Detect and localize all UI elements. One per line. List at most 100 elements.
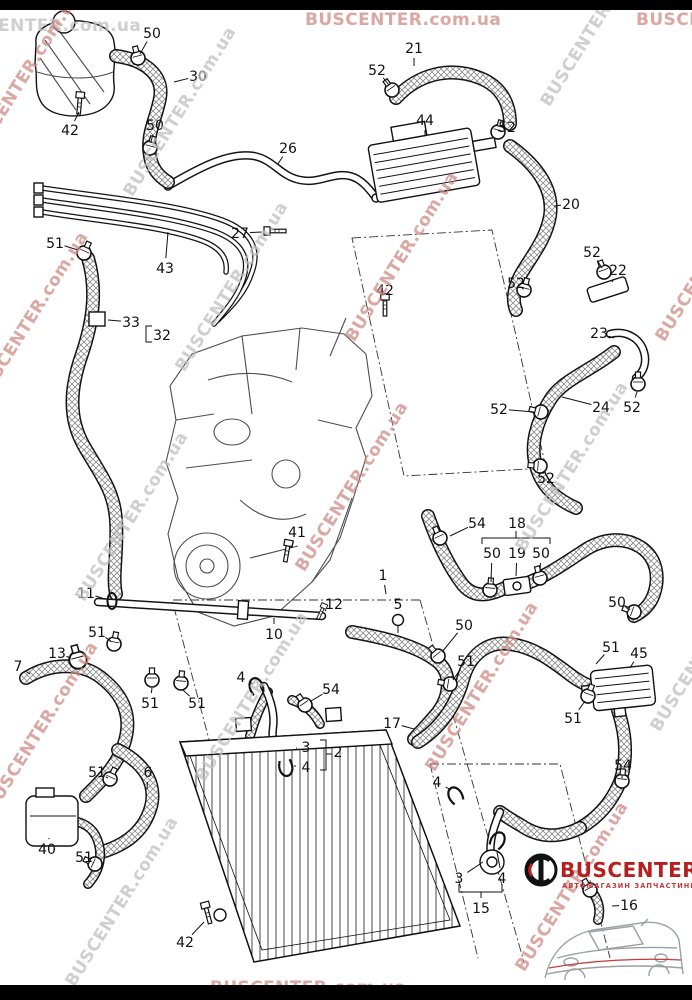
callout-leader-52 bbox=[521, 287, 525, 290]
callout-52: 52 bbox=[507, 276, 525, 292]
callout-1: 1 bbox=[379, 568, 388, 584]
callout-26: 26 bbox=[279, 141, 297, 157]
callout-leader-17 bbox=[401, 725, 415, 730]
callout-leader-51 bbox=[182, 689, 191, 697]
callout-51: 51 bbox=[141, 696, 159, 712]
buscenter-logo: BUSCENTER АВТОМАГАЗИН ЗАПЧАСТИНИ bbox=[523, 840, 692, 990]
callout-5: 5 bbox=[394, 597, 403, 613]
callout-51: 51 bbox=[457, 654, 475, 670]
callout-13: 13 bbox=[48, 646, 66, 662]
callout-leader-52 bbox=[596, 260, 603, 269]
sensor-5 bbox=[391, 613, 405, 633]
callout-leader-52 bbox=[634, 391, 638, 398]
callout-leader-1 bbox=[384, 584, 387, 595]
hose-21 bbox=[389, 65, 517, 131]
callout-21: 21 bbox=[405, 41, 423, 57]
callout-50: 50 bbox=[608, 595, 626, 611]
callout-leader-54 bbox=[310, 693, 323, 702]
radiator bbox=[178, 706, 462, 963]
reservoir-40 bbox=[25, 787, 79, 847]
callout-leader-54 bbox=[449, 526, 469, 537]
pipe-26 bbox=[163, 151, 381, 203]
callout-leader-51 bbox=[578, 700, 586, 711]
callout-leader-26 bbox=[277, 156, 284, 165]
hose-thermostat-rad bbox=[245, 687, 325, 741]
logo-name: BUSCENTER bbox=[560, 858, 692, 882]
callout-leader-4 bbox=[496, 851, 501, 869]
callout-leader-3 bbox=[467, 861, 484, 873]
callout-leader-4 bbox=[445, 786, 452, 791]
callout-40: 40 bbox=[38, 842, 56, 858]
callout-32: 32 bbox=[153, 328, 171, 344]
callout-19: 19 bbox=[508, 546, 526, 562]
callout-leader-51 bbox=[105, 776, 109, 779]
callout-leader-43 bbox=[165, 231, 169, 259]
callout-51: 51 bbox=[564, 711, 582, 727]
callout-50: 50 bbox=[532, 546, 550, 562]
callout-6: 6 bbox=[144, 765, 153, 781]
expansion-tank bbox=[34, 10, 125, 117]
valve-19 bbox=[502, 575, 532, 597]
o-ring-11 bbox=[106, 592, 118, 610]
elbow-23 bbox=[605, 328, 650, 383]
callout-2: 2 bbox=[334, 745, 343, 761]
callout-leader-41 bbox=[290, 541, 294, 549]
callout-54: 54 bbox=[614, 758, 632, 774]
hose-20 bbox=[503, 139, 558, 317]
callout-leader-11 bbox=[95, 595, 106, 600]
callout-43: 43 bbox=[156, 261, 174, 277]
hose-24 bbox=[526, 345, 621, 515]
callout-4: 4 bbox=[302, 760, 311, 776]
callout-50: 50 bbox=[455, 618, 473, 634]
callout-54: 54 bbox=[322, 682, 340, 698]
hose-17 bbox=[411, 636, 599, 749]
bolt-41 bbox=[280, 538, 294, 564]
callout-leader-51 bbox=[105, 636, 112, 642]
callout-11: 11 bbox=[77, 586, 95, 602]
logo-subtitle: АВТОМАГАЗИН ЗАПЧАСТИНИ bbox=[562, 882, 692, 890]
callout-51: 51 bbox=[602, 640, 620, 656]
bolt-42c bbox=[199, 900, 215, 926]
callout-16: 16 bbox=[620, 898, 638, 914]
callout-52: 52 bbox=[537, 471, 555, 487]
callout-leader-51 bbox=[64, 245, 79, 251]
callout-leader-24 bbox=[561, 396, 592, 406]
clip-33 bbox=[88, 311, 106, 327]
callout-51: 51 bbox=[75, 850, 93, 866]
callout-52: 52 bbox=[490, 402, 508, 418]
callout-18: 18 bbox=[508, 516, 526, 532]
callout-52: 52 bbox=[583, 245, 601, 261]
callout-leader-51 bbox=[595, 654, 605, 665]
callout-leader-7 bbox=[26, 671, 31, 675]
callout-33: 33 bbox=[122, 315, 140, 331]
radiator-drain bbox=[213, 908, 227, 922]
callout-30: 30 bbox=[189, 69, 207, 85]
callout-leader-42 bbox=[74, 111, 80, 122]
callout-42: 42 bbox=[376, 283, 394, 299]
callout-12: 12 bbox=[325, 597, 343, 613]
callout-20: 20 bbox=[562, 197, 580, 213]
callout-leader-51 bbox=[452, 668, 461, 681]
callout-7: 7 bbox=[14, 659, 23, 675]
callout-54: 54 bbox=[468, 516, 486, 532]
callout-leader-19 bbox=[515, 562, 518, 577]
bolt-27 bbox=[263, 226, 287, 236]
callout-leader-50 bbox=[625, 606, 631, 611]
heat-exchanger-44 bbox=[367, 120, 497, 203]
callout-leader-20 bbox=[553, 204, 562, 207]
callout-23: 23 bbox=[590, 326, 608, 342]
callout-51: 51 bbox=[46, 236, 64, 252]
engine-outline bbox=[165, 317, 373, 627]
callout-leader-4 bbox=[249, 681, 254, 685]
callout-leader-27 bbox=[249, 231, 263, 234]
callout-41: 41 bbox=[288, 525, 306, 541]
hose-18-right bbox=[523, 533, 664, 623]
callout-leader-23 bbox=[608, 335, 615, 339]
logo-emblem bbox=[524, 853, 558, 887]
callout-leader-52 bbox=[382, 77, 390, 86]
callout-51: 51 bbox=[88, 625, 106, 641]
callout-42: 42 bbox=[176, 935, 194, 951]
callout-leader-42 bbox=[191, 921, 205, 936]
callout-3: 3 bbox=[455, 871, 464, 887]
